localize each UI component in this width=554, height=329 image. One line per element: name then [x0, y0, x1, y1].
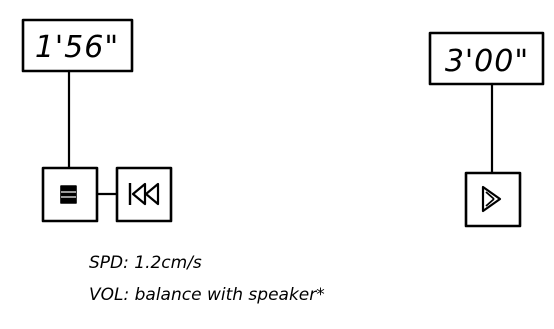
play-icon	[481, 185, 502, 213]
rewind-button[interactable]	[115, 166, 173, 223]
rewind-icon	[128, 182, 160, 206]
speed-note: SPD: 1.2cm/s	[89, 253, 202, 273]
time-display-right	[428, 31, 545, 86]
time-display-left	[21, 18, 134, 73]
time-display-right-text: 3'00"	[445, 44, 529, 79]
stop-icon	[60, 185, 77, 204]
time-display-left-text: 1'56"	[35, 30, 119, 65]
volume-note: VOL: balance with speaker*	[89, 285, 325, 305]
